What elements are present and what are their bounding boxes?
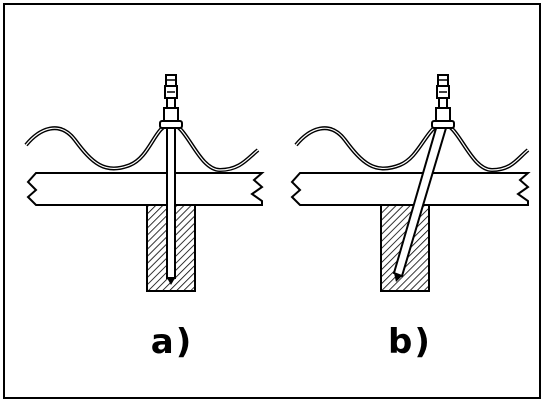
panel-b	[290, 74, 531, 292]
support-post-b	[380, 204, 430, 292]
corrugated-sheet-b	[294, 122, 530, 173]
panel-label-a: a)	[150, 322, 194, 362]
beam-b	[290, 172, 531, 206]
beam-a	[26, 172, 265, 206]
nut-a	[163, 107, 179, 122]
washer-b	[431, 120, 455, 129]
corrugated-sheet-a	[24, 122, 260, 173]
nut-b	[435, 107, 451, 122]
panel-a	[24, 74, 265, 292]
washer-a	[159, 120, 183, 129]
panel-label-b: b)	[388, 322, 432, 362]
